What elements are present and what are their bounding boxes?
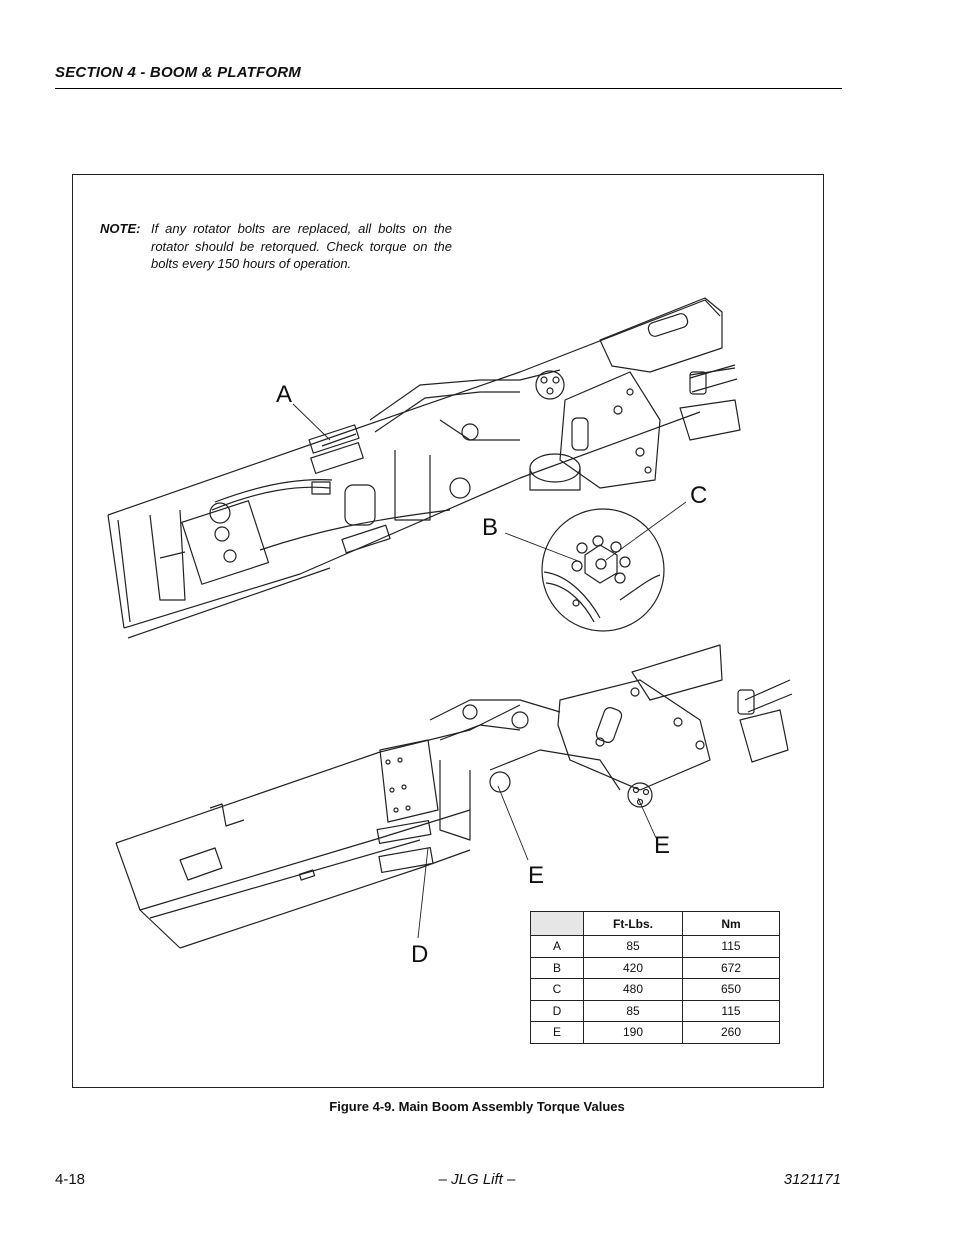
note-text: If any rotator bolts are replaced, all b… — [151, 221, 452, 271]
upper-boom-view — [107, 297, 741, 639]
note-label: NOTE: — [100, 221, 141, 236]
ft-lbs-value: 85 — [583, 999, 683, 1022]
header-blank — [530, 911, 584, 936]
torque-table: Ft-Lbs. Nm A 85 115 B 420 672 C 480 650 … — [530, 911, 780, 1044]
nm-value: 115 — [682, 935, 780, 958]
row-label: D — [530, 999, 584, 1022]
ft-lbs-value: 420 — [583, 956, 683, 979]
row-label: B — [530, 956, 584, 979]
row-label: A — [530, 935, 584, 958]
header-ft-lbs: Ft-Lbs. — [583, 911, 683, 936]
row-label: C — [530, 978, 584, 1001]
nm-value: 672 — [682, 956, 780, 979]
ft-lbs-value: 85 — [583, 935, 683, 958]
document-number: 3121171 — [783, 1171, 841, 1188]
callout-leaders — [292, 403, 687, 939]
callout-c: C — [690, 482, 708, 509]
lower-boom-view — [115, 644, 793, 949]
callout-e-right: E — [654, 832, 671, 859]
ft-lbs-value: 480 — [583, 978, 683, 1001]
nm-value: 650 — [682, 978, 780, 1001]
table-row: D 85 115 — [530, 999, 780, 1022]
callout-b: B — [482, 514, 499, 541]
table-row: C 480 650 — [530, 978, 780, 1001]
torque-table-header: Ft-Lbs. Nm — [530, 911, 780, 936]
callout-d: D — [411, 941, 429, 968]
section-title: SECTION 4 - BOOM & PLATFORM — [55, 64, 301, 81]
table-row: A 85 115 — [530, 935, 780, 958]
figure-frame — [72, 174, 824, 1088]
ft-lbs-value: 190 — [583, 1021, 683, 1044]
table-row: B 420 672 — [530, 956, 780, 979]
callout-a: A — [276, 381, 293, 408]
callout-e-left: E — [528, 862, 545, 889]
row-label: E — [530, 1021, 584, 1044]
page-number: 4-18 — [55, 1171, 86, 1188]
note: NOTE: If any rotator bolts are replaced,… — [100, 220, 452, 273]
nm-value: 115 — [682, 999, 780, 1022]
header-nm: Nm — [682, 911, 780, 936]
figure-caption: Figure 4-9. Main Boom Assembly Torque Va… — [329, 1099, 625, 1114]
header-rule — [55, 88, 842, 89]
rotator-detail-view — [541, 508, 665, 632]
footer-brand: – JLG Lift – — [438, 1171, 516, 1188]
nm-value: 260 — [682, 1021, 780, 1044]
table-row: E 190 260 — [530, 1021, 780, 1044]
